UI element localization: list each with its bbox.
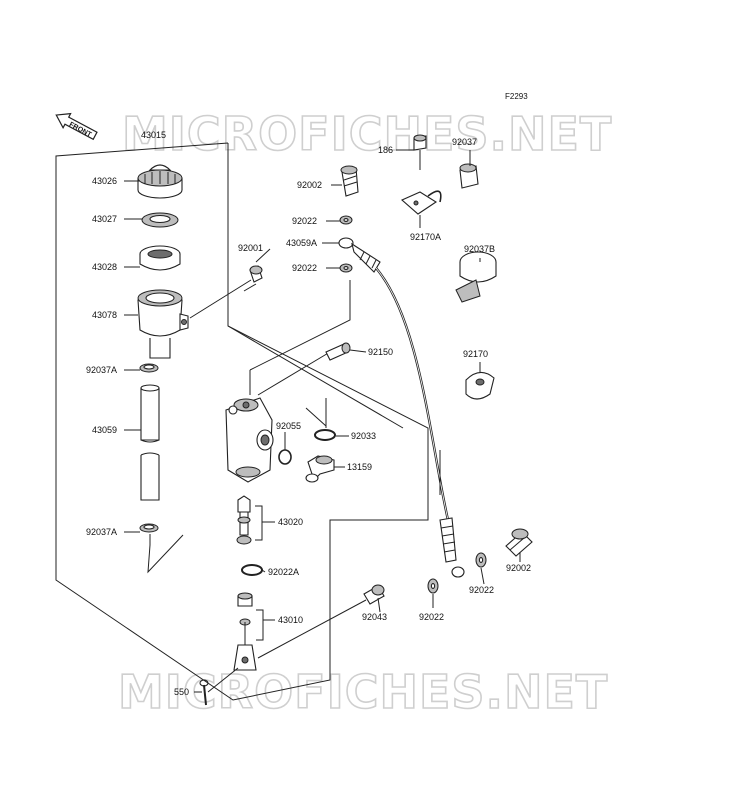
label-43078: 43078 — [92, 310, 117, 320]
label-43028: 43028 — [92, 262, 117, 272]
washer-upper-1-hole — [343, 218, 349, 222]
reservoir-cap — [137, 164, 183, 199]
label-43059A: 43059A — [286, 238, 317, 248]
label-92001: 92001 — [238, 243, 263, 253]
banjo-bolt-upper — [340, 165, 359, 197]
label-43059: 43059 — [92, 425, 117, 435]
label-92150: 92150 — [368, 347, 393, 357]
piston-assembly — [236, 495, 263, 545]
label-92037A-upper: 92037A — [86, 365, 117, 375]
master-cylinder-body — [225, 280, 351, 483]
label-92055: 92055 — [276, 421, 301, 431]
figure-code: F2293 — [505, 92, 528, 101]
label-92037B: 92037B — [464, 244, 495, 254]
label-92022-1: 92022 — [292, 216, 317, 226]
reservoir — [137, 289, 189, 359]
label-92022-2: 92022 — [292, 263, 317, 273]
circlip — [305, 398, 336, 441]
grommet-92037 — [459, 163, 479, 189]
reservoir-hose — [140, 384, 160, 501]
label-92170: 92170 — [463, 349, 488, 359]
label-43020: 43020 — [278, 517, 303, 527]
label-92043: 92043 — [362, 612, 387, 622]
assembly-frame-43015 — [55, 142, 429, 701]
watermark-bottom: MICROFICHES.NET — [118, 665, 608, 719]
watermark-top: MICROFICHES.NET — [122, 107, 612, 161]
label-92002-lower: 92002 — [506, 563, 531, 573]
hose-clamp-92037b — [455, 251, 497, 303]
banjo-bolt-lower — [505, 528, 533, 557]
label-43015: 43015 — [141, 130, 166, 140]
push-rod-assembly — [233, 592, 264, 671]
clevis-pin — [257, 584, 385, 659]
label-92033: 92033 — [351, 431, 376, 441]
label-92022A: 92022A — [268, 567, 299, 577]
label-43026: 43026 — [92, 176, 117, 186]
cotter-pin — [199, 667, 239, 706]
cylinder-mount-bolt — [325, 342, 351, 361]
o-ring — [278, 449, 292, 465]
bracket-bolt — [402, 134, 427, 170]
leader-lines — [124, 149, 521, 693]
washer-lower-1-hole — [430, 583, 436, 589]
front-arrow-icon: FRONT — [55, 112, 98, 141]
label-92037: 92037 — [452, 137, 477, 147]
hose-clamp-upper — [139, 363, 159, 373]
hose-clamp-lower — [139, 523, 159, 533]
label-550: 550 — [174, 687, 189, 697]
label-92002-upper: 92002 — [297, 180, 322, 190]
label-92170A: 92170A — [410, 232, 441, 242]
hose-clamp-92170 — [465, 371, 495, 400]
label-43010: 43010 — [278, 615, 303, 625]
reservoir-bolt — [189, 265, 263, 319]
washer-upper-2-hole — [343, 266, 349, 270]
washer-lower-2-hole — [478, 557, 484, 563]
brake-hose — [338, 237, 465, 578]
diaphragm-plate — [141, 212, 179, 228]
label-92022-4: 92022 — [469, 585, 494, 595]
diaphragm — [139, 245, 181, 271]
label-92022-3: 92022 — [419, 612, 444, 622]
hose-bracket-92170a — [400, 190, 442, 228]
label-186: 186 — [378, 145, 393, 155]
hose-fitting — [305, 455, 335, 483]
label-92037A-lower: 92037A — [86, 527, 117, 537]
circlip-92022a — [241, 564, 263, 576]
label-43027: 43027 — [92, 214, 117, 224]
label-13159: 13159 — [347, 462, 372, 472]
